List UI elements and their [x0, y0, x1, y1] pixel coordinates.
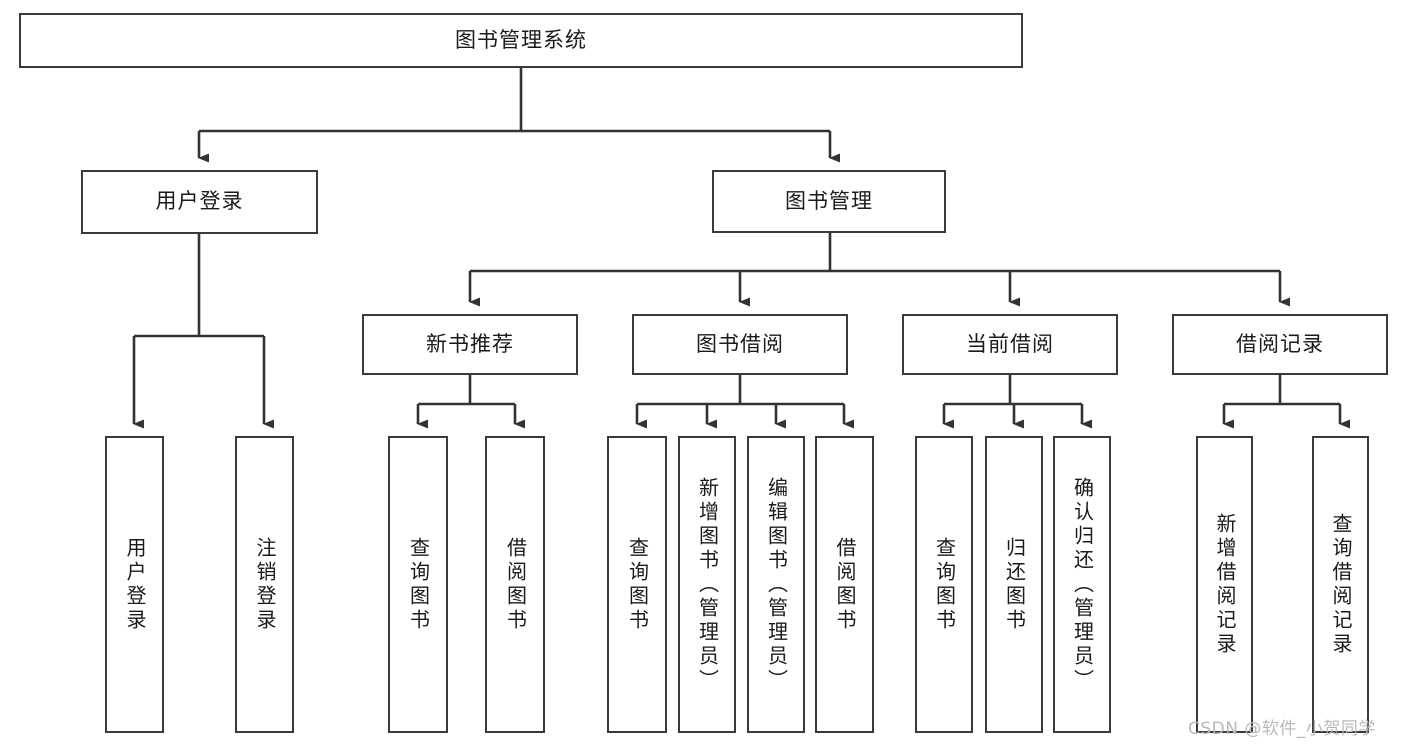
node-label: 借阅图书 [833, 536, 857, 633]
leaf-query-borrow-record[interactable]: 查询借阅记录 [1312, 436, 1369, 733]
leaf-return-book[interactable]: 归还图书 [985, 436, 1043, 733]
node-label: 借阅图书 [503, 536, 528, 633]
leaf-confirm-return-admin[interactable]: 确认归还（管理员） [1053, 436, 1111, 733]
node-root-book-management-system[interactable]: 图书管理系统 [19, 13, 1023, 68]
node-label: 用户登录 [123, 536, 147, 633]
node-label: 查询图书 [932, 536, 957, 633]
leaf-borrow-book-borrow[interactable]: 借阅图书 [815, 436, 874, 733]
node-label: 借阅记录 [1236, 331, 1324, 356]
leaf-add-book-admin[interactable]: 新增图书（管理员） [678, 436, 736, 733]
leaf-add-borrow-record[interactable]: 新增借阅记录 [1196, 436, 1253, 733]
node-current-borrowing[interactable]: 当前借阅 [902, 314, 1118, 375]
node-label: 归还图书 [1002, 536, 1027, 633]
node-label: 编辑图书（管理员） [764, 476, 789, 693]
node-book-management[interactable]: 图书管理 [712, 170, 946, 233]
node-label: 新书推荐 [426, 331, 514, 356]
leaf-borrow-book-newbook[interactable]: 借阅图书 [485, 436, 545, 733]
leaf-user-login[interactable]: 用户登录 [105, 436, 164, 733]
leaf-query-book-borrow[interactable]: 查询图书 [607, 436, 667, 733]
node-borrowing-record[interactable]: 借阅记录 [1172, 314, 1388, 375]
node-label: 新增借阅记录 [1213, 512, 1237, 657]
node-label: 查询图书 [625, 536, 650, 633]
node-label: 查询图书 [406, 536, 431, 633]
node-label: 图书管理 [785, 188, 873, 213]
leaf-query-book-current[interactable]: 查询图书 [915, 436, 973, 733]
node-label: 图书管理系统 [455, 27, 587, 52]
leaf-edit-book-admin[interactable]: 编辑图书（管理员） [747, 436, 805, 733]
node-user-login[interactable]: 用户登录 [81, 170, 318, 234]
csdn-watermark: CSDN @软件_小贺同学 [1188, 719, 1376, 739]
node-label: 图书借阅 [696, 331, 784, 356]
node-label: 当前借阅 [966, 331, 1054, 356]
node-label: 用户登录 [155, 189, 244, 214]
node-book-borrowing[interactable]: 图书借阅 [632, 314, 848, 375]
node-label: 查询借阅记录 [1329, 512, 1353, 657]
node-new-book-recommendation[interactable]: 新书推荐 [362, 314, 578, 375]
node-label: 注销登录 [253, 536, 277, 633]
node-label: 新增图书（管理员） [695, 476, 720, 693]
leaf-query-book-newbook[interactable]: 查询图书 [388, 436, 448, 733]
leaf-logout[interactable]: 注销登录 [235, 436, 294, 733]
node-label: 确认归还（管理员） [1070, 476, 1095, 693]
